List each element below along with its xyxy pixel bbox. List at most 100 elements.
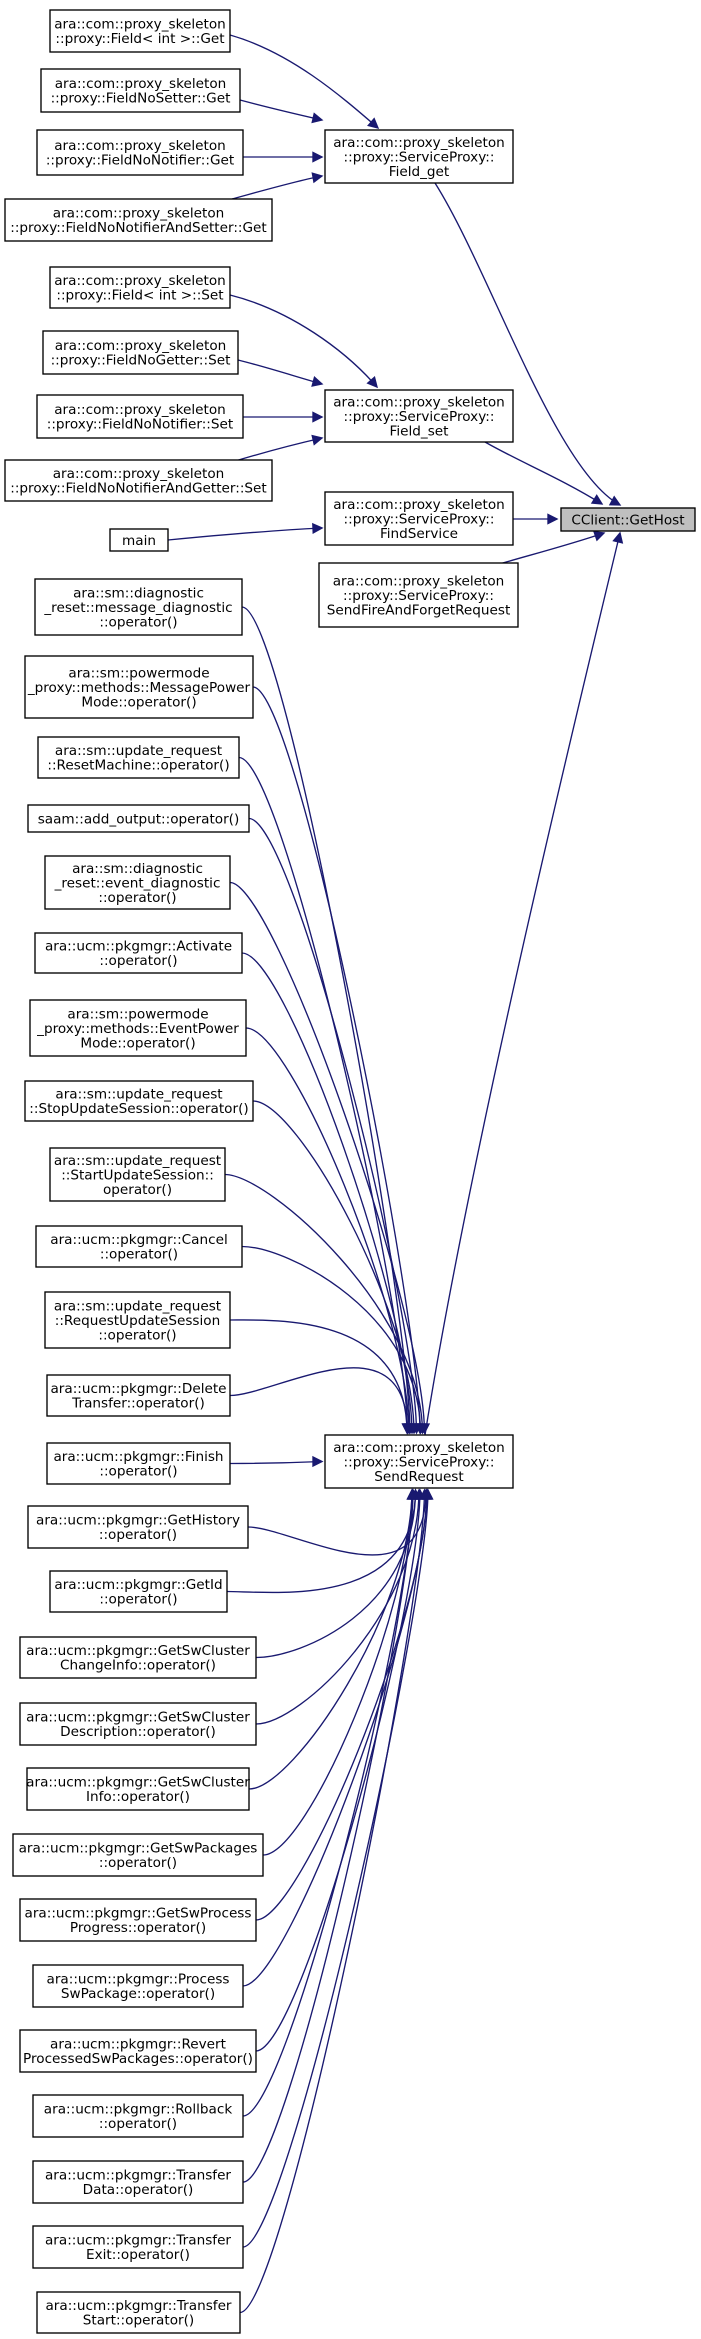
node-label-line: ::proxy::ServiceProxy:: (344, 149, 495, 165)
node-r15[interactable]: ara::ucm::pkgmgr::GetId::operator() (49, 1570, 228, 1613)
node-r11[interactable]: ara::sm::update_request::RequestUpdateSe… (44, 1291, 231, 1349)
edge-r23-to-sendreq (242, 1489, 414, 2117)
edge-r16-to-sendreq (255, 1489, 417, 1659)
node-r8[interactable]: ara::sm::update_request::StopUpdateSessi… (24, 1080, 254, 1122)
edge-r8-to-sendreq (252, 1100, 415, 1434)
edge-r4-to-sendreq (248, 817, 418, 1434)
node-r1[interactable]: ara::sm::diagnostic_reset::message_diagn… (34, 578, 243, 636)
node-label-line: _reset::message_diagnostic (43, 600, 232, 616)
node-label-line: ::proxy::ServiceProxy:: (344, 1454, 495, 1470)
node-r6[interactable]: ara::ucm::pkgmgr::Activate::operator() (34, 932, 243, 974)
node-box (44, 855, 231, 910)
node-label-line: SendFireAndForgetRequest (327, 602, 511, 618)
node-label-line: ara::sm::update_request (54, 1153, 221, 1169)
node-box (324, 491, 514, 546)
edge-r14-to-sendreq (247, 1489, 427, 1556)
node-label-line: ::proxy::ServiceProxy:: (344, 409, 495, 425)
node-box (36, 129, 244, 176)
node-label-line: Exit::operator() (86, 2247, 190, 2263)
node-label-line: operator() (103, 1182, 172, 1198)
node-label-line: ::operator() (99, 1464, 177, 1480)
arrowhead-s4-to-field_set (311, 434, 324, 446)
node-r5[interactable]: ara::sm::diagnostic_reset::event_diagnos… (44, 855, 231, 910)
node-label-line: ::operator() (99, 1527, 177, 1543)
node-r22[interactable]: ara::ucm::pkgmgr::RevertProcessedSwPacka… (19, 2029, 257, 2073)
node-label-line: ::proxy::Field< int >::Set (56, 288, 223, 304)
node-r21[interactable]: ara::ucm::pkgmgr::ProcessSwPackage::oper… (32, 1964, 244, 2008)
node-r7[interactable]: ara::sm::powermode_proxy::methods::Event… (29, 999, 247, 1057)
node-box (49, 1570, 228, 1613)
node-main[interactable]: main (109, 528, 169, 552)
node-r19[interactable]: ara::ucm::pkgmgr::GetSwPackages::operato… (12, 1833, 264, 1877)
node-field_set[interactable]: ara::com::proxy_skeleton::proxy::Service… (324, 389, 514, 443)
node-s2[interactable]: ara::com::proxy_skeleton::proxy::FieldNo… (42, 330, 239, 375)
arrowhead-r8-to-sendreq (408, 1423, 420, 1435)
node-r2[interactable]: ara::sm::powermode_proxy::methods::Messa… (24, 655, 254, 719)
edge-s2-to-field_set (237, 359, 323, 385)
node-box (324, 129, 514, 184)
node-r3[interactable]: ara::sm::update_request::ResetMachine::o… (37, 736, 240, 779)
node-r14[interactable]: ara::ucm::pkgmgr::GetHistory::operator() (27, 1505, 249, 1549)
node-label-line: ara::com::proxy_skeleton (55, 338, 227, 354)
node-label-line: ::operator() (98, 1327, 176, 1343)
node-label-line: ProcessedSwPackages::operator() (23, 2051, 253, 2067)
node-r16[interactable]: ara::ucm::pkgmgr::GetSwClusterChangeInfo… (19, 1636, 257, 1679)
node-r17[interactable]: ara::ucm::pkgmgr::GetSwClusterDescriptio… (19, 1702, 257, 1746)
node-label-line: ara::ucm::pkgmgr::GetId (54, 1577, 222, 1593)
node-label-line: ::proxy::ServiceProxy:: (344, 511, 495, 527)
node-label-line: Field_set (390, 423, 449, 439)
node-sendff[interactable]: ara::com::proxy_skeleton::proxy::Service… (318, 562, 519, 628)
node-findservice[interactable]: ara::com::proxy_skeleton::proxy::Service… (324, 491, 514, 546)
node-label-line: Field_get (389, 164, 450, 180)
node-label-line: ara::sm::powermode (68, 665, 209, 681)
node-box (27, 804, 250, 833)
node-r18[interactable]: ara::ucm::pkgmgr::GetSwClusterInfo::oper… (26, 1767, 250, 1811)
edge-r6-to-sendreq (241, 952, 413, 1434)
node-label-line: FindService (380, 526, 458, 542)
node-box (24, 1080, 254, 1122)
node-box (32, 1964, 244, 2008)
node-s3[interactable]: ara::com::proxy_skeleton::proxy::FieldNo… (36, 394, 244, 439)
node-label-line: ara::com::proxy_skeleton (55, 76, 227, 92)
node-box (46, 1442, 231, 1485)
node-g3[interactable]: ara::com::proxy_skeleton::proxy::FieldNo… (36, 129, 244, 176)
node-s1[interactable]: ara::com::proxy_skeleton::proxy::Field< … (49, 266, 231, 309)
node-box (34, 578, 243, 636)
arrowhead-g3-to-field_get (312, 151, 324, 163)
node-label-line: ara::com::proxy_skeleton (333, 135, 505, 151)
node-g4[interactable]: ara::com::proxy_skeleton::proxy::FieldNo… (4, 198, 273, 242)
edge-r25-to-sendreq (242, 1489, 429, 2248)
node-field_get[interactable]: ara::com::proxy_skeleton::proxy::Service… (324, 129, 514, 184)
node-r23[interactable]: ara::ucm::pkgmgr::Rollback::operator() (32, 2094, 244, 2138)
node-s4[interactable]: ara::com::proxy_skeleton::proxy::FieldNo… (4, 459, 273, 502)
node-label-line: ara::com::proxy_skeleton (53, 206, 225, 222)
edge-r26-to-sendreq (239, 1489, 426, 2314)
node-r26[interactable]: ara::ucm::pkgmgr::TransferStart::operato… (36, 2291, 241, 2334)
node-label-line: Start::operator() (83, 2313, 194, 2329)
node-r9[interactable]: ara::sm::update_request::StartUpdateSess… (49, 1147, 226, 1202)
node-r25[interactable]: ara::ucm::pkgmgr::TransferExit::operator… (32, 2225, 244, 2269)
node-r4[interactable]: saam::add_output::operator() (27, 804, 250, 833)
node-r20[interactable]: ara::ucm::pkgmgr::GetSwProcessProgress::… (19, 1898, 257, 1942)
arrowhead-main-to-findservice (312, 522, 324, 535)
node-label-line: ara::com::proxy_skeleton (53, 466, 225, 482)
node-r10[interactable]: ara::ucm::pkgmgr::Cancel::operator() (35, 1225, 243, 1268)
node-label-line: ara::ucm::pkgmgr::GetSwProcess (25, 1906, 252, 1922)
node-box (19, 2029, 257, 2073)
node-label-line: main (122, 533, 156, 549)
edge-r12-to-sendreq (229, 1367, 409, 1434)
node-r24[interactable]: ara::ucm::pkgmgr::TransferData::operator… (32, 2160, 244, 2204)
node-box (35, 1225, 243, 1268)
node-box (560, 507, 696, 532)
node-r12[interactable]: ara::ucm::pkgmgr::DeleteTransfer::operat… (46, 1374, 231, 1417)
edge-main-to-findservice (167, 527, 323, 541)
node-sendreq[interactable]: ara::com::proxy_skeleton::proxy::Service… (324, 1434, 514, 1489)
node-g2[interactable]: ara::com::proxy_skeleton::proxy::FieldNo… (40, 68, 241, 113)
node-r13[interactable]: ara::ucm::pkgmgr::Finish::operator() (46, 1442, 231, 1485)
node-label-line: Mode::operator() (80, 1035, 195, 1051)
node-box (26, 1767, 250, 1811)
node-box (32, 2160, 244, 2204)
node-gethost[interactable]: CClient::GetHost (560, 507, 696, 532)
node-label-line: ::proxy::FieldNoGetter::Set (51, 353, 231, 369)
node-g1[interactable]: ara::com::proxy_skeleton::proxy::Field< … (49, 9, 231, 53)
